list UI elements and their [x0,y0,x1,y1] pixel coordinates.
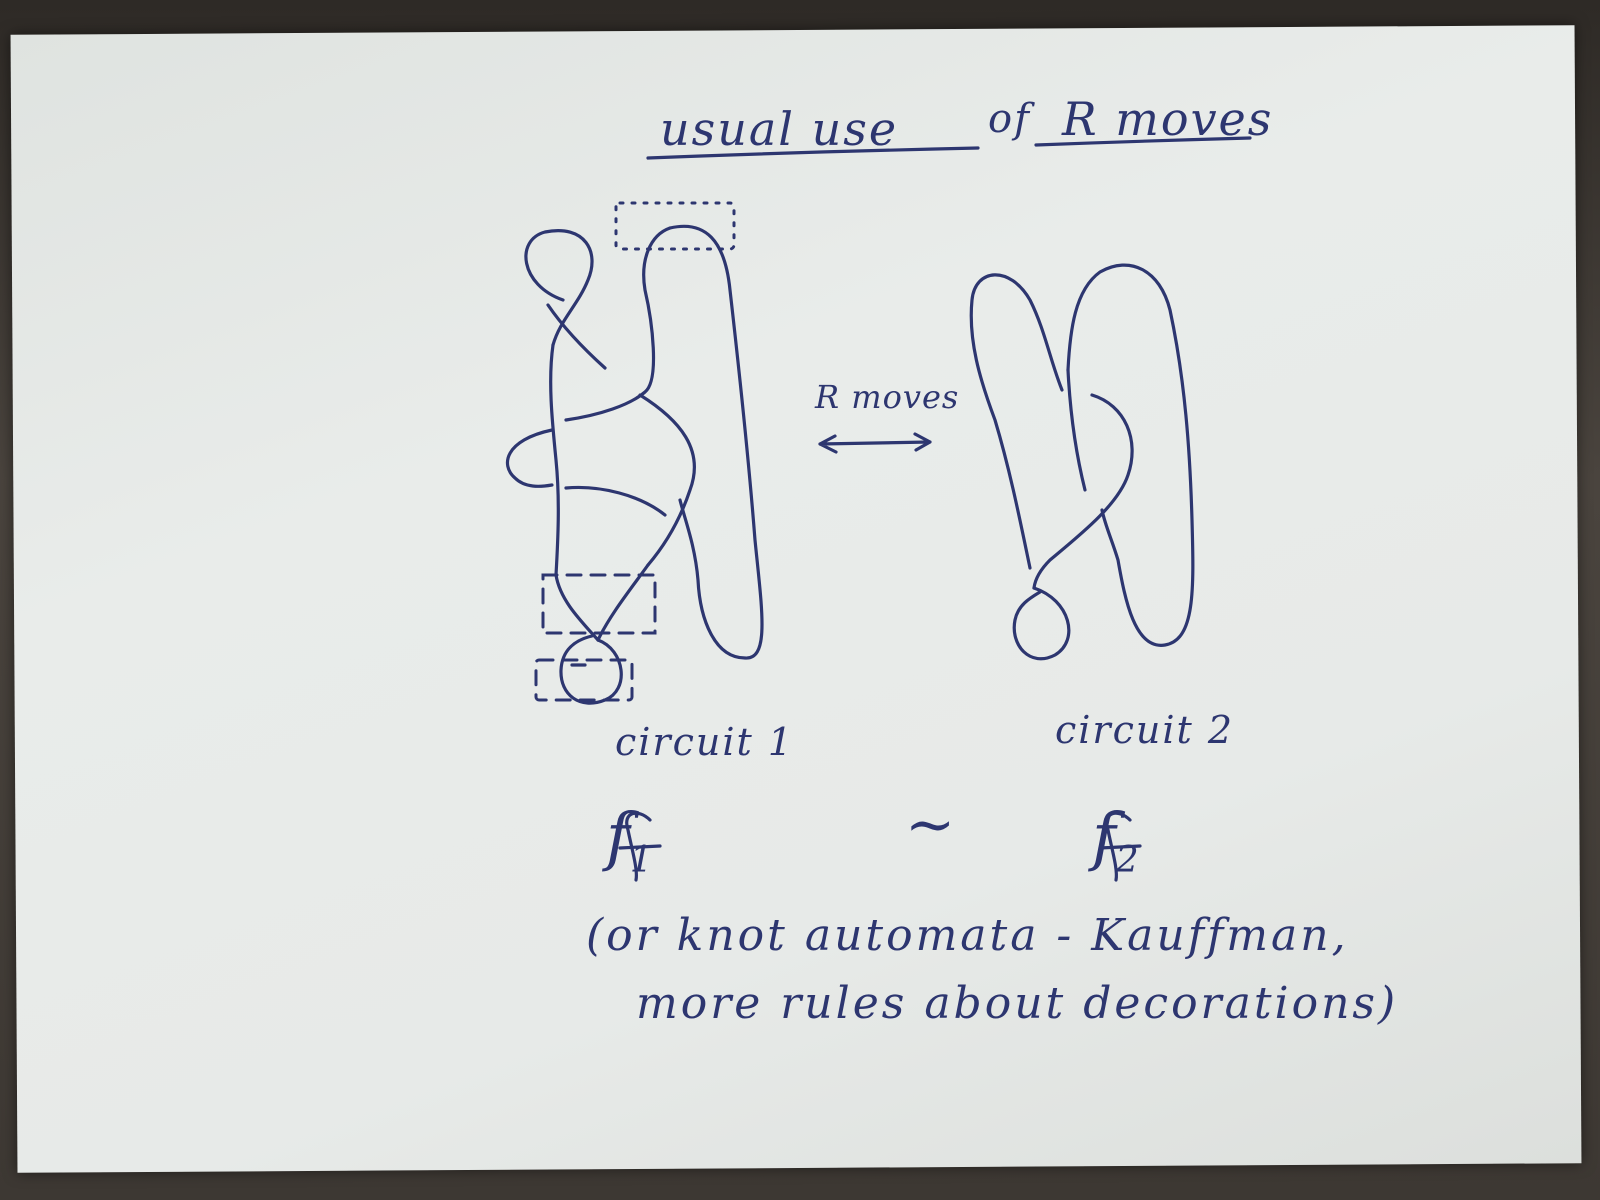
tilde-symbol: ~ [905,790,958,860]
arrow-label: R moves [815,378,960,416]
title-underline-left [646,146,980,160]
top-dashed-box [614,201,736,251]
f1-stroke [618,811,662,882]
middle-dashed-box [541,573,657,635]
note-line-2: more rules about decorations) [636,978,1399,1029]
title-part-3: R moves [1062,92,1274,146]
title-part-1: usual use [660,102,899,156]
bottom-dashed-box [534,658,634,702]
circuit-2-drawing [969,263,1195,661]
f2-symbol: f2 [1092,800,1139,881]
f2-letter: f [1092,800,1116,874]
circuit-1-drawing [505,201,764,705]
f2-stroke [1098,811,1142,882]
title-part-2: of [988,96,1031,142]
f1-subscript: 1 [629,839,653,881]
double-arrow [818,432,932,454]
title-underline-right [1034,136,1252,147]
note-line-1: (or knot automata - Kauffman, [586,910,1349,961]
f1-letter: f [606,800,630,874]
circuit-2-label: circuit 2 [1055,708,1235,752]
circuit-1-label: circuit 1 [615,720,795,764]
f1-symbol: f1 [606,800,653,881]
f2-subscript: 2 [1115,839,1139,881]
